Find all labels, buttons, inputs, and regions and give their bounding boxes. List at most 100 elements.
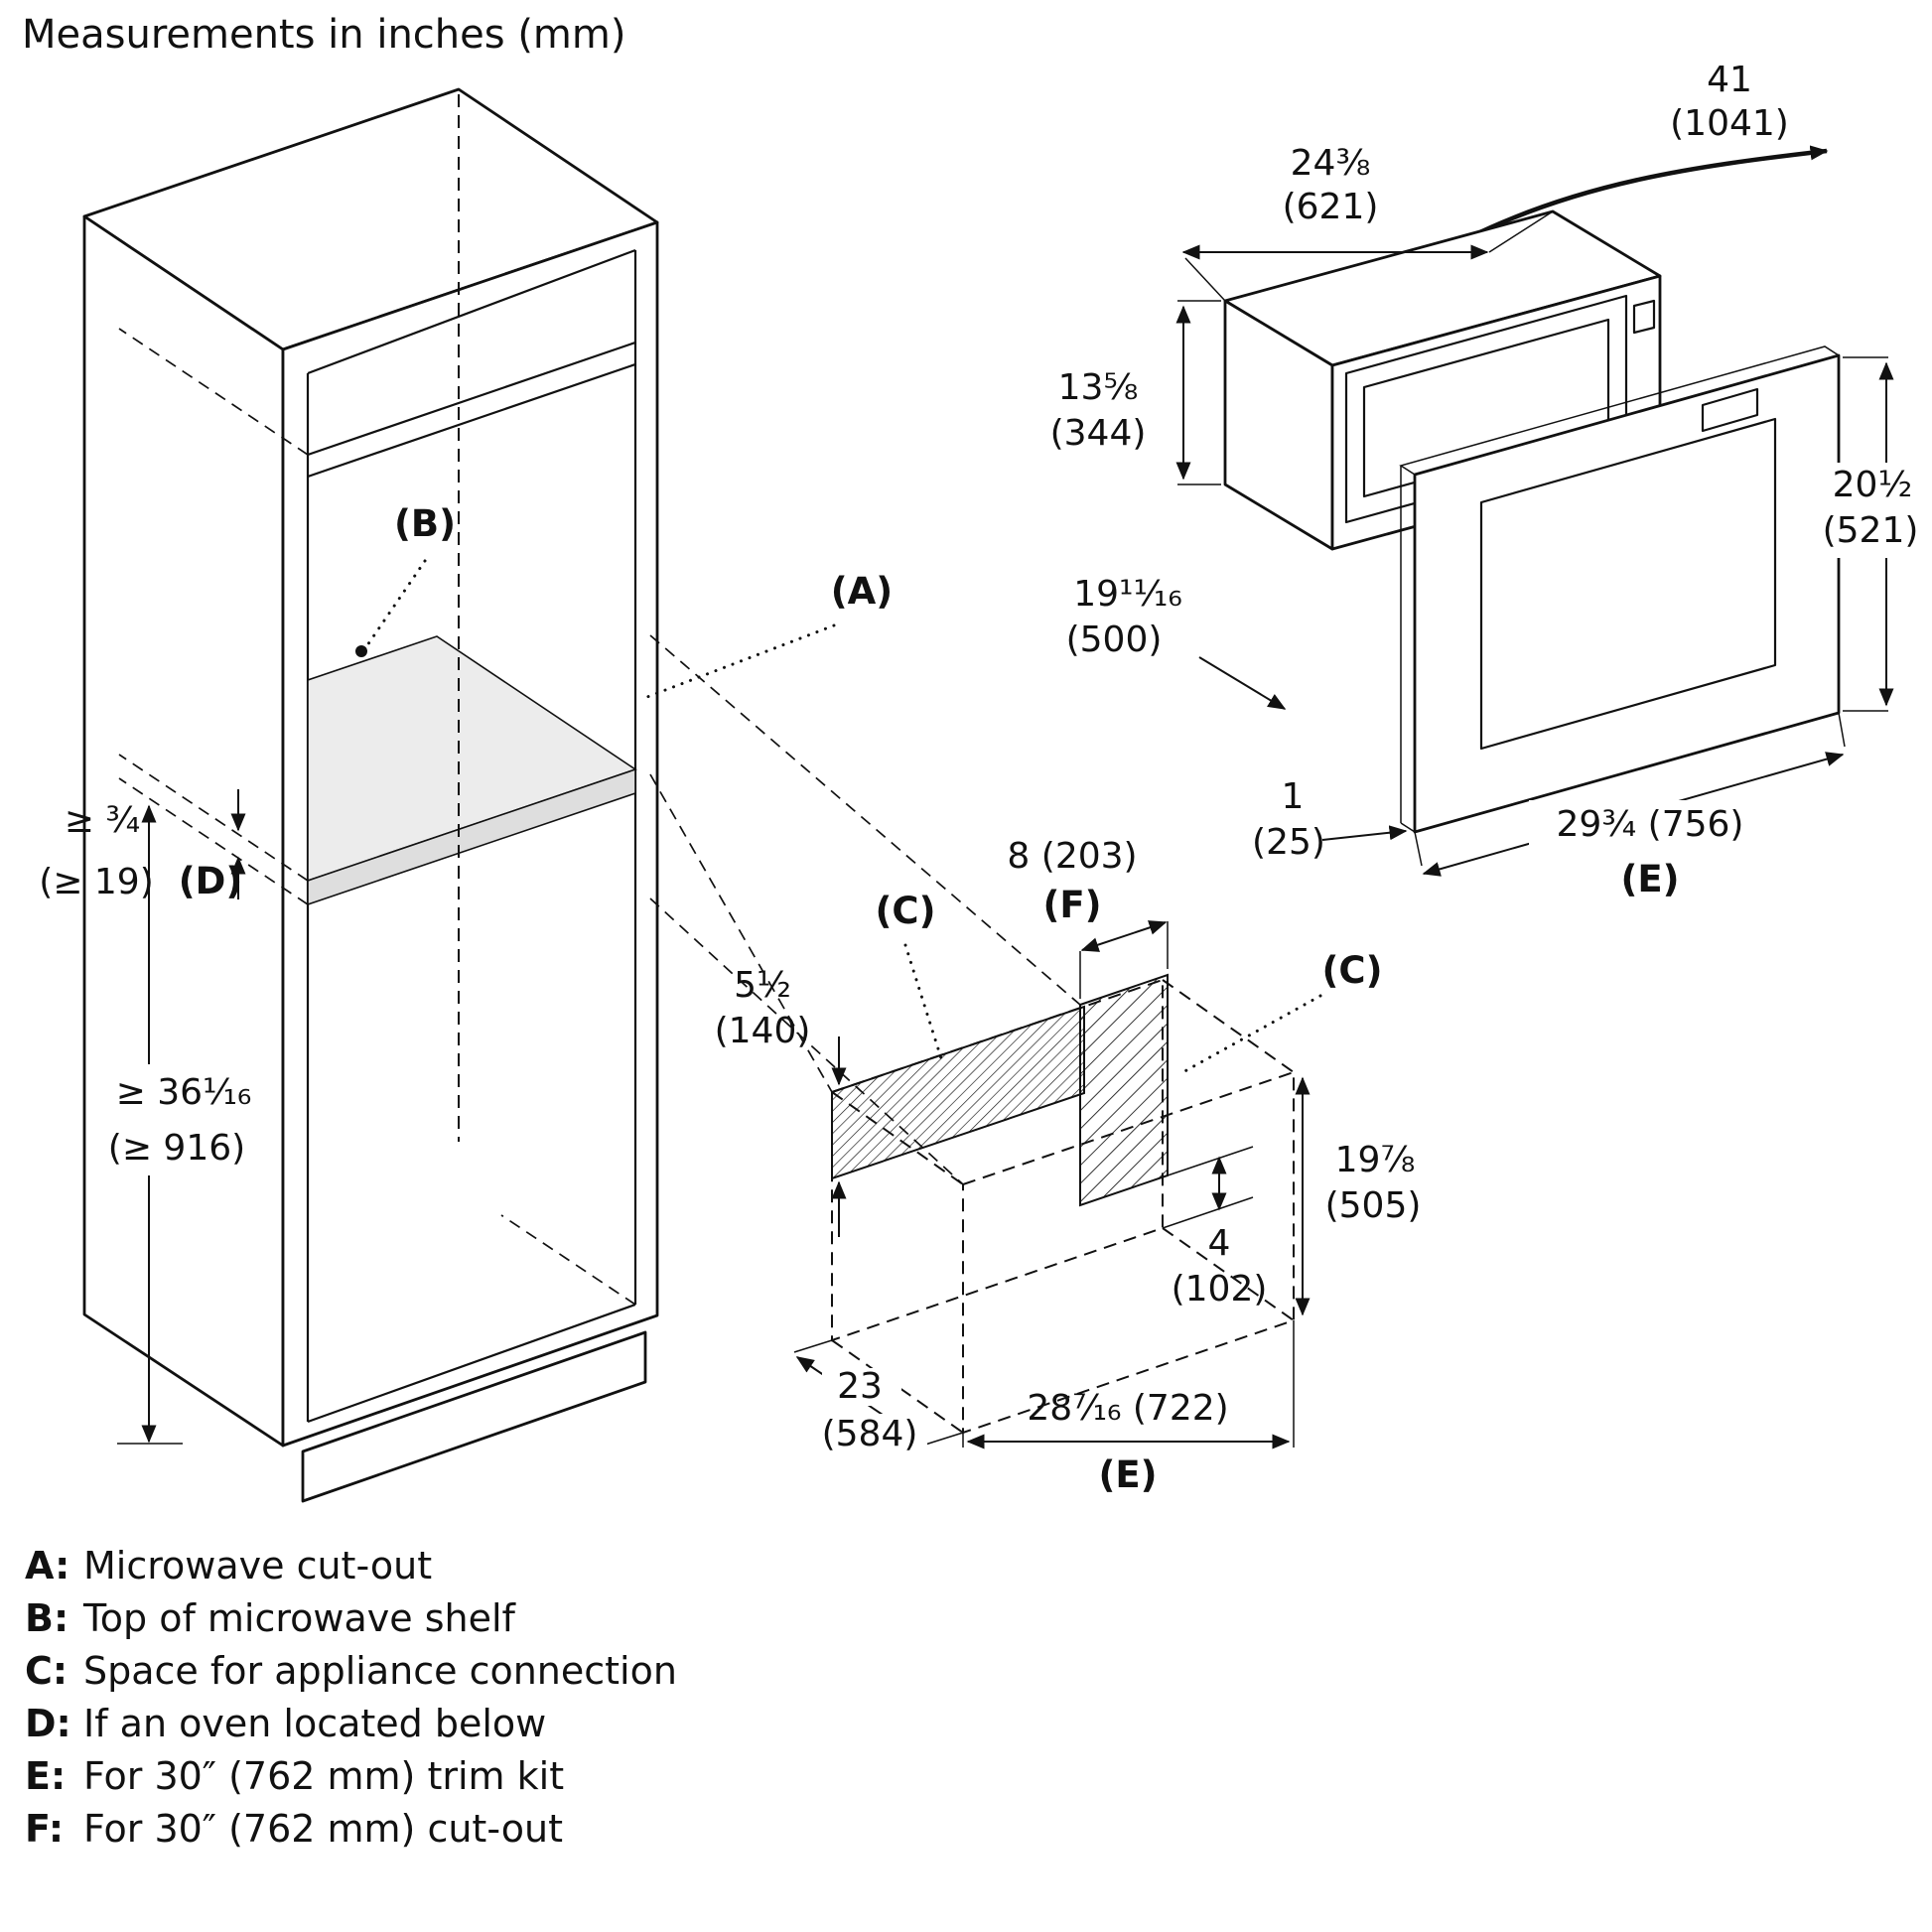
dim-cutout-depth-ext-front xyxy=(924,1432,964,1446)
dim-oven-space-in: ≥ 36¹⁄₁₆ xyxy=(116,1072,252,1113)
microwave-drawing: 41 (1041) 24³⁄₈ (621) 13⁵⁄₈ (344) 19¹¹⁄₁… xyxy=(1050,60,1922,900)
connection-column-hatched xyxy=(1079,973,1169,1207)
cutout-edge-tr xyxy=(1162,979,1295,1073)
power-cord xyxy=(1466,145,1829,241)
legend-text-e: For 30″ (762 mm) trim kit xyxy=(83,1754,564,1798)
dim-cord-length-in: 41 xyxy=(1707,60,1752,100)
legend-key-b: B: xyxy=(25,1596,69,1640)
label-f: (F) xyxy=(1042,884,1101,926)
label-e-cutout: (E) xyxy=(1098,1453,1157,1496)
dim-oven-space-mask xyxy=(91,1064,272,1175)
label-c-right: (C) xyxy=(1322,949,1383,992)
dim-trim-proud-arrow xyxy=(1321,825,1408,841)
dim-cord-length-mm: (1041) xyxy=(1670,103,1789,144)
dim-connection-strip-in: 5¹⁄₂ xyxy=(734,965,791,1006)
shelf-projection-top xyxy=(118,328,309,456)
dim-cutout-depth-mask2 xyxy=(818,1414,927,1453)
label-a-leader xyxy=(645,623,836,699)
legend-key-d: D: xyxy=(25,1702,71,1745)
cutout-top-edge-inner xyxy=(307,362,636,479)
cabinet-drawing: ≥ ³⁄₄ (≥ 19) (D) ≥ 36¹⁄₁₆ (≥ 916) (B) (A… xyxy=(39,87,1081,1503)
legend-key-f: F: xyxy=(25,1807,64,1851)
dim-connection-width: 8 (203) xyxy=(1007,836,1137,877)
dim-trim-proud-mm: (25) xyxy=(1252,822,1325,863)
dim-mw-height-in: 13⁵⁄₈ xyxy=(1058,367,1139,408)
legend-row-c: C: Space for appliance connection xyxy=(25,1649,677,1693)
dim-trim-height-in: 20¹⁄₂ xyxy=(1833,465,1913,505)
label-b-anchor-dot xyxy=(355,645,367,657)
dim-mw-depth-mm: (500) xyxy=(1066,620,1163,660)
dim-trim-width: 29³⁄₄ (756) xyxy=(1557,804,1744,845)
dim-trim-width-ext-left xyxy=(1414,831,1423,867)
legend-row-a: A: Microwave cut-out xyxy=(25,1544,432,1587)
dim-mw-width-in: 24³⁄₈ xyxy=(1291,143,1371,184)
dim-mw-width-ext-right xyxy=(1488,210,1554,253)
dim-trim-height-mask xyxy=(1823,463,1922,558)
dim-cutout-depth-mask1 xyxy=(822,1368,901,1406)
legend-key-e: E: xyxy=(25,1754,66,1798)
page-title: Measurements in inches (mm) xyxy=(22,12,625,58)
dim-shelf-thickness-mm: (≥ 19) xyxy=(39,862,154,902)
legend-row-b: B: Top of microwave shelf xyxy=(25,1596,517,1640)
dim-shelf-thickness-in: ≥ ³⁄₄ xyxy=(65,800,140,841)
dim-mw-height-mm: (344) xyxy=(1050,413,1147,454)
cutout-top-edge xyxy=(307,341,636,457)
legend-row-f: F: For 30″ (762 mm) cut-out xyxy=(25,1807,563,1851)
label-b-leader xyxy=(365,559,427,647)
cutout-front-face xyxy=(962,1070,1295,1435)
legend-text-c: Space for appliance connection xyxy=(83,1649,677,1693)
dim-cutout-depth-mm: (584) xyxy=(822,1414,918,1454)
trim-frame-opening xyxy=(1479,417,1777,751)
projection-ray-1 xyxy=(649,634,1081,1006)
trim-frame-thickness-corner xyxy=(1400,822,1416,833)
legend-key-c: C: xyxy=(25,1649,68,1693)
label-b: (B) xyxy=(394,502,456,545)
dim-cutout-height-mm: (505) xyxy=(1325,1185,1422,1226)
dim-connection-drop-ext-bottom xyxy=(1162,1196,1254,1229)
cabinet-inner-top-edge xyxy=(307,248,636,375)
cutout-edge-bl xyxy=(831,1339,964,1434)
dim-oven-space-mm: (≥ 916) xyxy=(108,1128,245,1169)
legend-text-d: If an oven located below xyxy=(83,1702,546,1745)
dim-mw-depth-in: 19¹¹⁄₁₆ xyxy=(1073,574,1182,615)
legend: A: Microwave cut-out B: Top of microwave… xyxy=(25,1544,677,1851)
legend-text-b: Top of microwave shelf xyxy=(82,1596,517,1640)
cutout-edge-br xyxy=(1162,1227,1295,1321)
shelf-projection-lower xyxy=(118,777,309,905)
cabinet-inner-bottom-edge xyxy=(307,1303,636,1424)
dim-mw-width-ext-left xyxy=(1184,257,1226,302)
legend-text-f: For 30″ (762 mm) cut-out xyxy=(83,1807,563,1851)
dim-mw-width-mm: (621) xyxy=(1283,187,1379,227)
label-c-right-leader xyxy=(1177,994,1322,1076)
dim-cutout-depth-ext-back xyxy=(793,1339,833,1353)
dim-cutout-depth-in: 23 xyxy=(837,1366,883,1407)
label-c-left-leader xyxy=(903,943,943,1060)
cutout-projection-drawing: (C) (C) 8 (203) (F) 5¹⁄₂ (140) 19⁷⁄₈ (50… xyxy=(715,836,1422,1496)
cabinet-hidden-bottom-edge xyxy=(500,1214,636,1306)
dim-trim-height-mm: (521) xyxy=(1823,510,1919,551)
legend-text-a: Microwave cut-out xyxy=(83,1544,432,1587)
trim-frame-thickness-top xyxy=(1399,345,1840,476)
legend-key-a: A: xyxy=(25,1544,69,1587)
label-c-left: (C) xyxy=(876,890,936,932)
legend-row-d: D: If an oven located below xyxy=(25,1702,546,1745)
microwave-shelf-front-edge xyxy=(307,767,636,906)
dim-cutout-width: 28⁷⁄₁₆ (722) xyxy=(1027,1388,1228,1429)
label-a: (A) xyxy=(831,570,893,613)
cabinet-base xyxy=(301,1330,647,1503)
dim-cutout-height-in: 19⁷⁄₈ xyxy=(1335,1140,1416,1180)
projection-ray-2 xyxy=(649,773,833,1093)
projection-ray-3 xyxy=(649,897,964,1185)
shelf-projection-upper xyxy=(118,754,309,882)
dim-connection-drop-ext-top xyxy=(1167,1146,1254,1176)
label-d: (D) xyxy=(179,860,243,902)
dim-connection-width-arrow xyxy=(1080,920,1168,952)
dim-connection-drop-mm: (102) xyxy=(1172,1269,1268,1310)
dim-trim-proud-in: 1 xyxy=(1282,776,1305,817)
dim-connection-drop-in: 4 xyxy=(1208,1223,1231,1264)
dim-trim-width-mask xyxy=(1529,800,1775,848)
dim-trim-width-ext-right xyxy=(1838,712,1846,748)
dim-connection-strip-mm: (140) xyxy=(715,1011,811,1051)
